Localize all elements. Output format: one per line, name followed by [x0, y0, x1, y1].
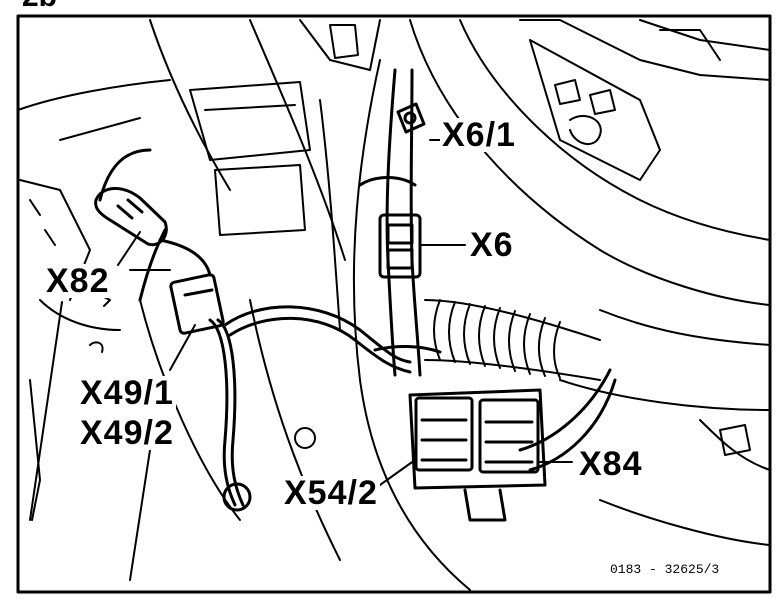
body-panels [17, 19, 771, 591]
relay-bracket [408, 388, 547, 522]
corrugated-conduit [424, 299, 601, 381]
x49-2-label: X49/2 [78, 414, 176, 452]
wiring-harness [98, 68, 617, 512]
x82-connector [94, 187, 168, 247]
x6-1-connector [396, 102, 426, 134]
figure-corner-mark: 2b [22, 0, 57, 12]
x6-label: X6 [468, 226, 516, 264]
figure-reference-code: 0183 - 32625/3 [608, 562, 722, 577]
figure-frame [16, 14, 772, 594]
x6-1-label: X6/1 [440, 116, 518, 154]
leader-lines [29, 139, 573, 581]
x49-1-label: X49/1 [78, 374, 176, 412]
x84-connector [478, 398, 540, 474]
x82-label: X82 [44, 262, 112, 300]
x49-connector [169, 273, 225, 335]
x54-2-label: X54/2 [282, 474, 380, 512]
x54-2-connector [414, 396, 474, 472]
x84-label: X84 [577, 445, 645, 483]
